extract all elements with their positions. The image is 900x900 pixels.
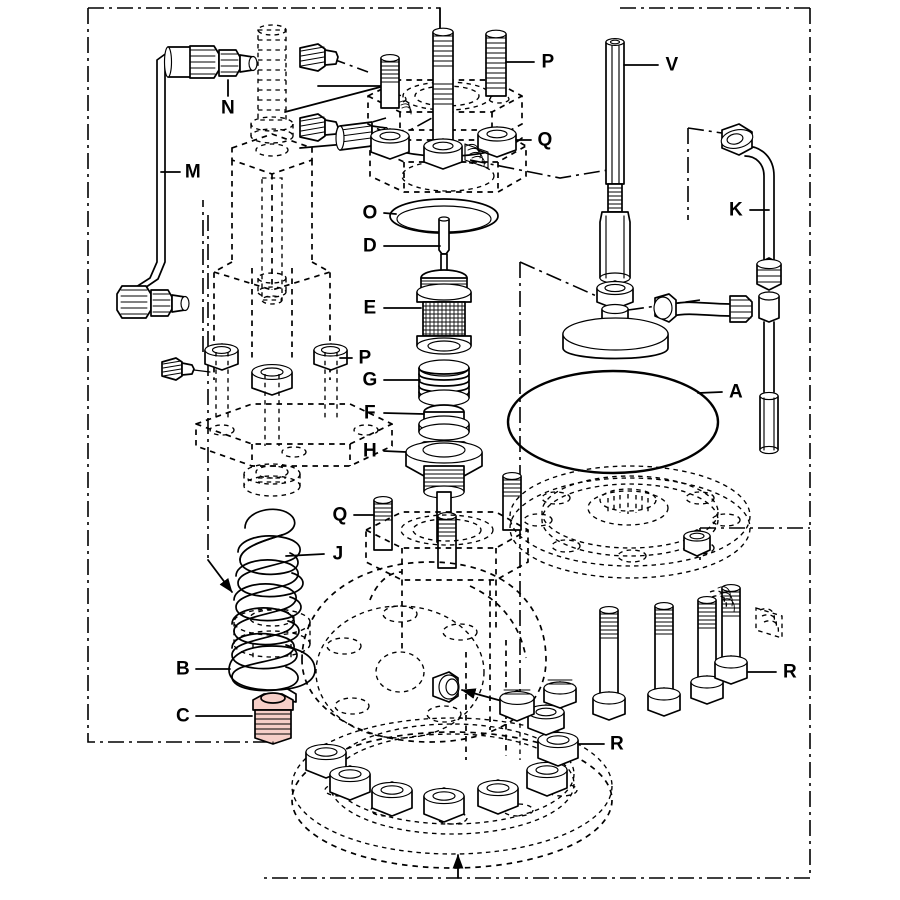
part-P-nuts-on-phantom-flange <box>204 343 348 446</box>
callout-label-O: O <box>362 202 378 224</box>
callout-label-R2: R <box>609 733 625 755</box>
callout-label-H: H <box>362 440 378 462</box>
callout-label-C: C <box>175 705 191 727</box>
part-G-pilot-spring <box>418 359 470 407</box>
callout-label-G: G <box>362 369 378 391</box>
phantom-valve-body-upper <box>213 24 331 380</box>
callout-label-J: J <box>332 543 344 565</box>
part-A-main-valve-disc <box>506 369 720 475</box>
part-N-fitting-top <box>163 45 258 79</box>
part-B-spring-seat-washer <box>228 608 316 691</box>
part-R-hex-bolts <box>592 584 783 721</box>
callout-label-P2: P <box>358 347 372 369</box>
part-V-valve-stem <box>562 38 669 360</box>
callout-label-D: D <box>362 235 378 257</box>
phantom-seat-ring <box>509 465 751 579</box>
callout-label-P1: P <box>541 51 555 73</box>
part-P-studs-top <box>380 27 507 141</box>
part-K-pilot-supply-tube <box>653 123 782 455</box>
part-C-drain-plug <box>252 692 294 745</box>
part-F-piston-seal <box>418 404 470 441</box>
callout-label-K: K <box>728 199 744 221</box>
phantom-mid-flange-block <box>365 511 529 650</box>
part-E-strainer-cartridge <box>416 269 472 355</box>
callout-label-E: E <box>363 297 377 319</box>
part-D-pilot-spindle <box>438 216 450 279</box>
phantom-base-flange <box>195 403 393 497</box>
callout-label-R1: R <box>782 661 798 683</box>
part-nipple-left-lower <box>161 357 211 381</box>
part-J-main-compression-spring <box>231 508 304 703</box>
part-Q-studs-mid <box>373 472 522 569</box>
callout-label-Q2: Q <box>332 504 348 526</box>
callout-label-M: M <box>184 161 202 183</box>
phantom-lower-body <box>301 561 547 760</box>
callout-label-N: N <box>220 97 236 119</box>
callout-label-F: F <box>364 402 376 424</box>
part-R-nuts-bottom-flange <box>305 679 579 823</box>
callout-leader-lines <box>160 61 777 745</box>
callout-label-B: B <box>175 658 191 680</box>
part-N-fitting-bottom <box>116 285 190 319</box>
part-Q-nuts-top-block <box>370 100 517 170</box>
callout-label-A: A <box>728 381 744 403</box>
callout-label-V: V <box>665 54 679 76</box>
callout-label-Q1: Q <box>537 129 553 151</box>
part-M-sense-line-tube <box>116 45 258 319</box>
